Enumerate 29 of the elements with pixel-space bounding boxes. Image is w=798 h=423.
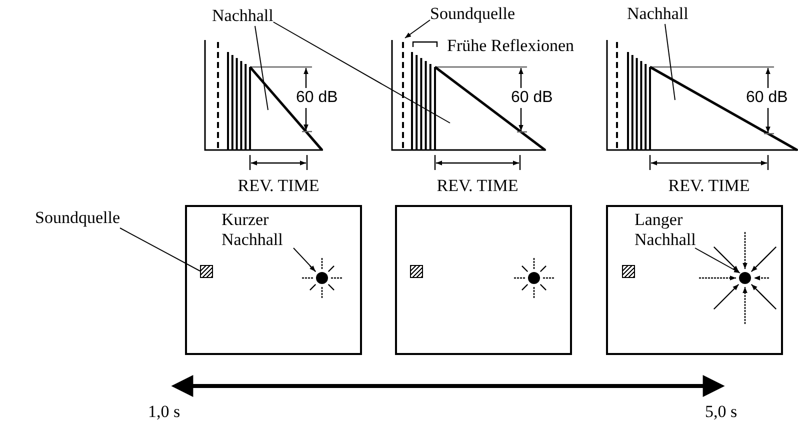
axis-label: REV. TIME <box>668 176 750 196</box>
leader-arrow <box>293 248 316 272</box>
reverb-decay-graph-drawing <box>605 38 798 172</box>
axis-label: REV. TIME <box>238 176 320 196</box>
leader-arrow <box>694 248 740 274</box>
sound-source-square <box>200 264 212 278</box>
time-label: 1,0 s <box>148 402 180 422</box>
callout-label: Langer Nachhall <box>634 210 706 250</box>
listener-dot <box>316 272 328 284</box>
callout-label: Soundquelle <box>35 208 120 228</box>
leader-line <box>272 22 450 124</box>
listener-dot <box>528 272 540 284</box>
callout-label: Soundquelle <box>430 4 515 24</box>
time-label: 5,0 s <box>705 402 738 422</box>
room-frame <box>606 205 783 355</box>
callout-label: Frühe Reflexionen <box>447 36 574 56</box>
room-frame <box>185 205 362 355</box>
axis-label: REV. TIME <box>436 176 518 196</box>
sound-source-square <box>622 264 634 278</box>
sound-source-square <box>410 264 422 278</box>
leader-line <box>120 228 200 272</box>
callout-label: Nachhall <box>627 4 688 24</box>
leader-line <box>664 24 676 100</box>
callout-label: Nachhall <box>212 6 274 26</box>
listener-dot <box>738 272 750 284</box>
leader-line <box>254 26 268 110</box>
room-frame <box>395 205 572 355</box>
callout-label: Kurzer Nachhall <box>222 210 294 250</box>
leader-arrow <box>404 20 430 38</box>
